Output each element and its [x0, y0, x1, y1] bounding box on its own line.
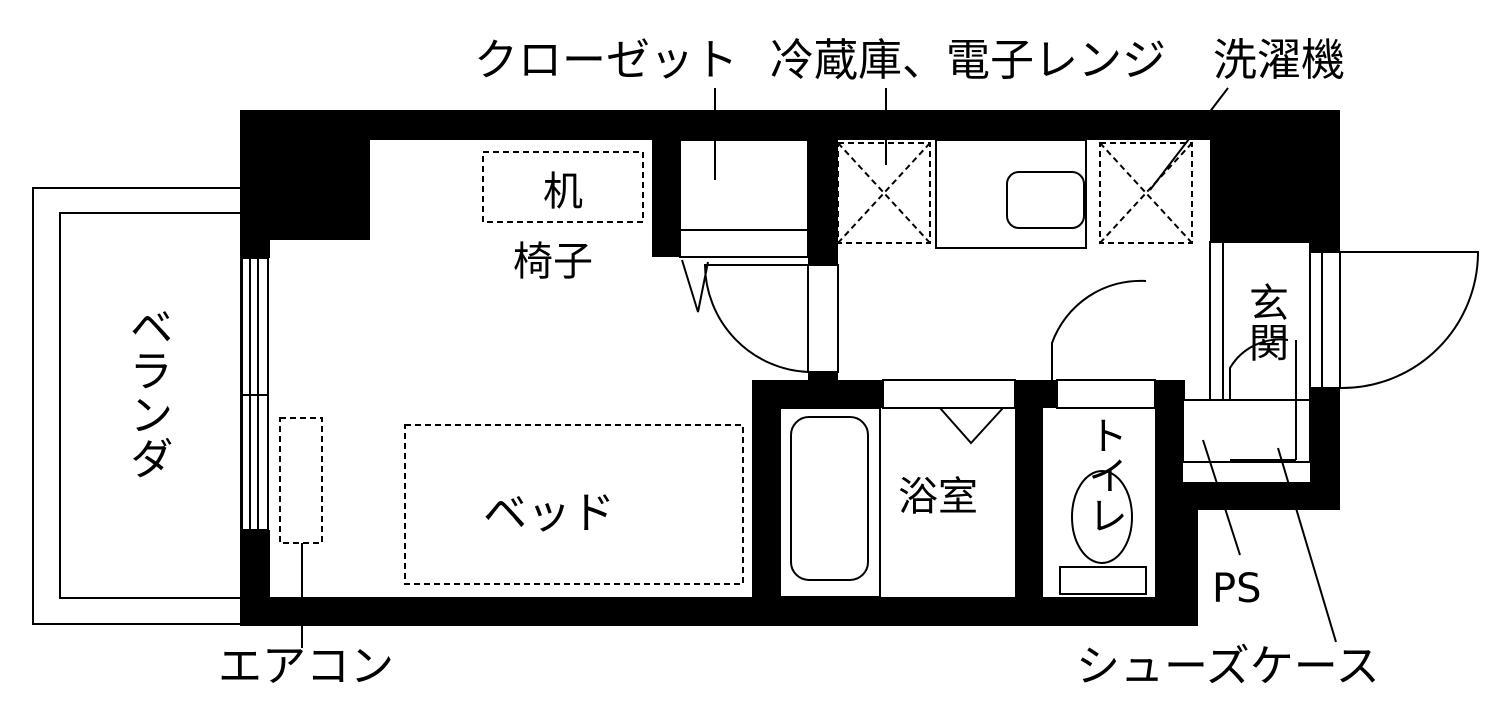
bed	[404, 424, 744, 585]
closet	[679, 88, 809, 258]
leader-lines	[1202, 439, 1337, 643]
room-door	[681, 259, 839, 373]
walls	[240, 110, 1340, 626]
toilet-door	[1051, 279, 1156, 409]
closet-label: クローゼット	[474, 35, 738, 86]
entrance-label: 玄関	[1242, 282, 1288, 362]
bathtub	[779, 407, 881, 598]
shoe-case-label: シューズケース	[1076, 641, 1380, 692]
washer	[1099, 87, 1229, 244]
desk-label: 机	[543, 169, 583, 215]
entrance	[1182, 241, 1480, 463]
washer-label: 洗濯機	[1213, 35, 1345, 86]
toilet	[1059, 470, 1147, 595]
fridge-microwave-label: 冷蔵庫、電子レンジ	[770, 35, 1166, 86]
toilet-label: トイレ	[1081, 415, 1127, 535]
chair-label: 椅子	[513, 239, 593, 285]
veranda-label: ベランダ	[122, 304, 173, 480]
fridge-microwave	[837, 88, 931, 244]
veranda-window	[241, 257, 269, 531]
bath-door	[882, 379, 1016, 445]
ps-label: PS	[1212, 566, 1262, 612]
desk	[482, 151, 644, 223]
aircon	[279, 417, 323, 648]
bath-label: 浴室	[898, 474, 978, 520]
kitchen-sink	[935, 139, 1087, 249]
bed-label: ベッド	[483, 488, 615, 539]
aircon-label: エアコン	[218, 641, 394, 692]
